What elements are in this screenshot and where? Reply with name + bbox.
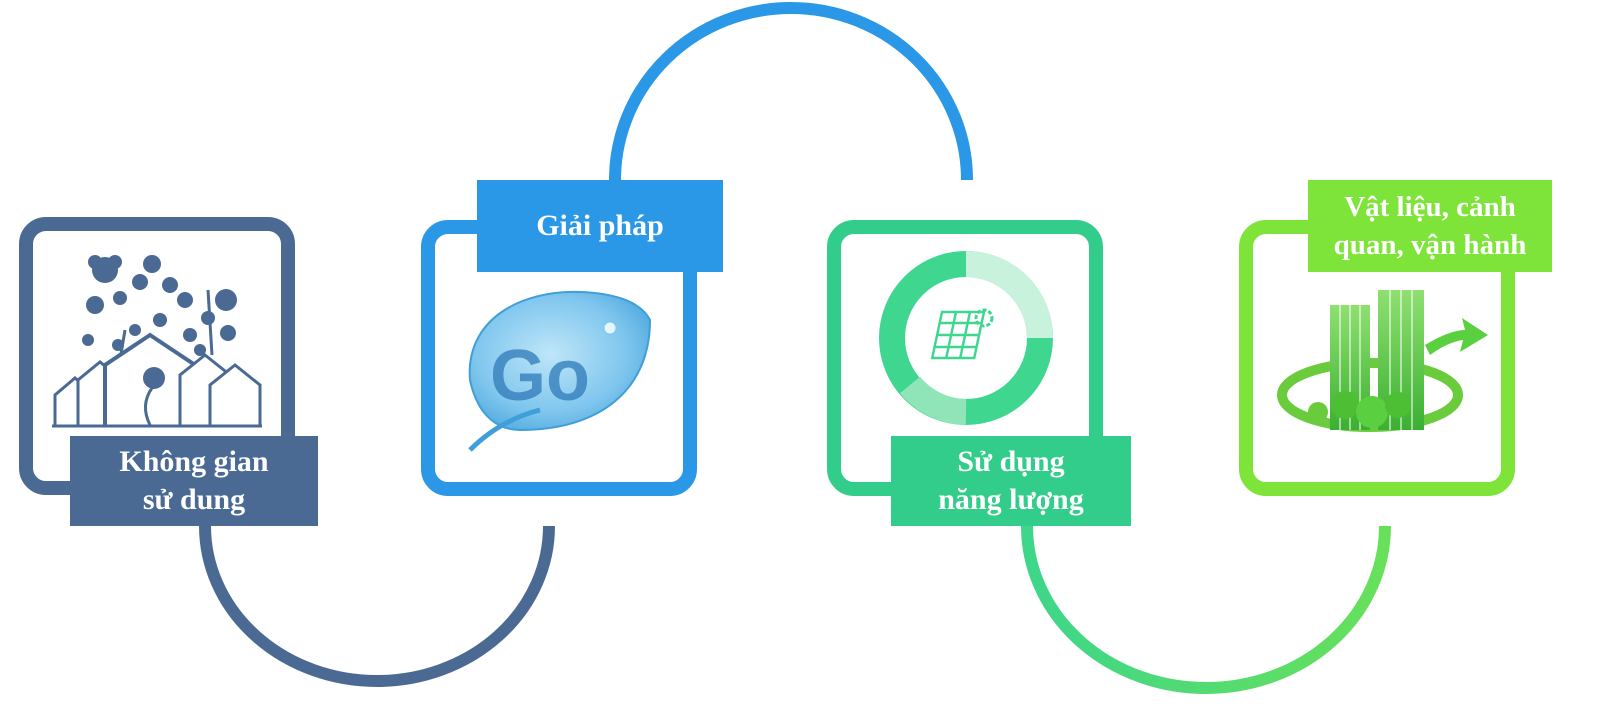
step-label-vat-lieu: Vật liệu, cảnh quan, vận hành [1308, 180, 1552, 272]
step-label-khong-gian: Không gian sử dung [70, 436, 318, 526]
go-logo-text: Go [490, 336, 590, 416]
connector-arc-3 [1021, 525, 1391, 694]
step-label-line: Sử dụng [957, 445, 1065, 478]
solar-panel-gear-icon [879, 251, 1053, 425]
step-label-line: quan, vận hành [1333, 229, 1527, 261]
step-label-line: Vật liệu, cảnh [1344, 191, 1516, 223]
connector-arc-2 [609, 2, 973, 181]
go-leaf-icon: Go [468, 290, 652, 452]
connector-arc-1 [199, 525, 555, 687]
step-label-su-dung-nang-luong: Sử dụng năng lượng [891, 436, 1131, 526]
step-label-line: Giải pháp [536, 209, 664, 242]
green-buildings-arrow-icon [1277, 290, 1488, 432]
step-label-line: Không gian [119, 445, 269, 478]
step-label-line: năng lượng [938, 483, 1084, 516]
step-label-giai-phap: Giải pháp [477, 180, 723, 272]
step-label-line: sử dung [142, 483, 246, 516]
houses-flowers-icon [52, 255, 262, 428]
